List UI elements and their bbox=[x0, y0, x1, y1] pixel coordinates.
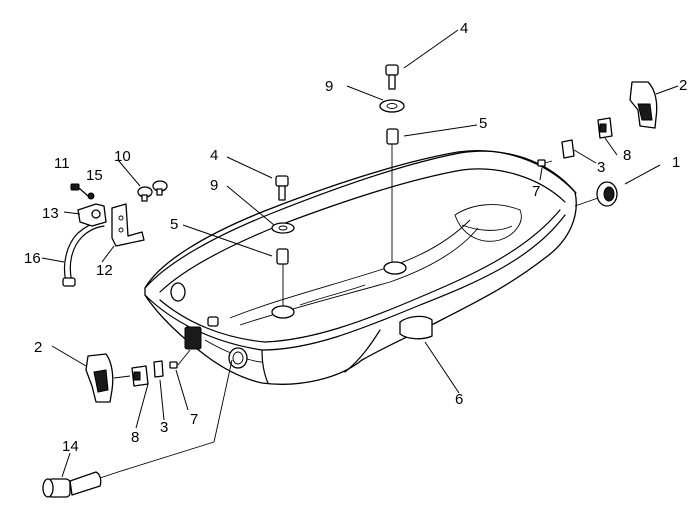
leader-lines bbox=[41, 29, 679, 478]
screws-10 bbox=[137, 180, 168, 202]
callout-8-rear-bracket: 8 bbox=[623, 147, 631, 164]
callout-8-front-bracket: 8 bbox=[131, 429, 139, 446]
callout-5-lower-collar: 5 bbox=[170, 216, 178, 233]
nut-15 bbox=[87, 192, 95, 200]
bolt-lower bbox=[275, 175, 289, 201]
callout-3-front-plate: 3 bbox=[160, 419, 168, 436]
callout-6-rear-mount: 6 bbox=[455, 391, 463, 408]
callout-13-hinge-bracket: 13 bbox=[42, 205, 59, 222]
callout-9-upper-washer: 9 bbox=[325, 78, 333, 95]
callout-10-screws: 10 bbox=[114, 148, 131, 165]
callout-3-rear-plate: 3 bbox=[597, 159, 605, 176]
latch-lever-rear bbox=[629, 81, 658, 129]
callout-2-front-latch: 2 bbox=[34, 339, 42, 356]
washer-lower bbox=[271, 222, 295, 234]
latch-plate-front bbox=[153, 360, 164, 378]
callout-labels: 1 2 2 3 3 4 4 5 5 6 7 7 8 8 9 9 10 11 12… bbox=[24, 20, 687, 455]
hinge-bracket bbox=[77, 203, 107, 227]
screw-front bbox=[169, 361, 178, 369]
callout-14-knob: 14 bbox=[62, 438, 79, 455]
callout-12-hinge-plate: 12 bbox=[96, 262, 113, 279]
collar-lower bbox=[276, 248, 289, 306]
callout-2-rear-latch: 2 bbox=[679, 77, 687, 94]
callout-4-upper-bolt: 4 bbox=[460, 20, 468, 37]
screw-small-11 bbox=[70, 183, 89, 197]
callout-9-lower-washer: 9 bbox=[210, 177, 218, 194]
grommet-rear bbox=[596, 181, 618, 207]
control-knob bbox=[42, 359, 233, 498]
collar-upper bbox=[386, 128, 399, 262]
lower-cowling bbox=[144, 150, 577, 385]
callout-5-upper-collar: 5 bbox=[479, 115, 487, 132]
hinge-plate bbox=[111, 203, 145, 247]
latch-plate-rear bbox=[561, 139, 575, 159]
latch-bracket-front bbox=[131, 365, 149, 387]
callout-7-rear-screw: 7 bbox=[532, 183, 540, 200]
latch-lever-front bbox=[85, 353, 114, 403]
washer-upper bbox=[379, 99, 405, 113]
callout-15-nut: 15 bbox=[86, 167, 103, 184]
callout-7-front-screw: 7 bbox=[190, 411, 198, 428]
screw-rear bbox=[537, 159, 553, 167]
callout-16-handle-rod: 16 bbox=[24, 250, 41, 267]
callout-11-small-screw: 11 bbox=[54, 155, 70, 172]
callout-1-rear-grommet: 1 bbox=[672, 154, 680, 171]
latch-bracket-rear bbox=[597, 117, 613, 139]
callout-4-lower-bolt: 4 bbox=[210, 147, 218, 164]
bolt-upper bbox=[385, 64, 399, 90]
